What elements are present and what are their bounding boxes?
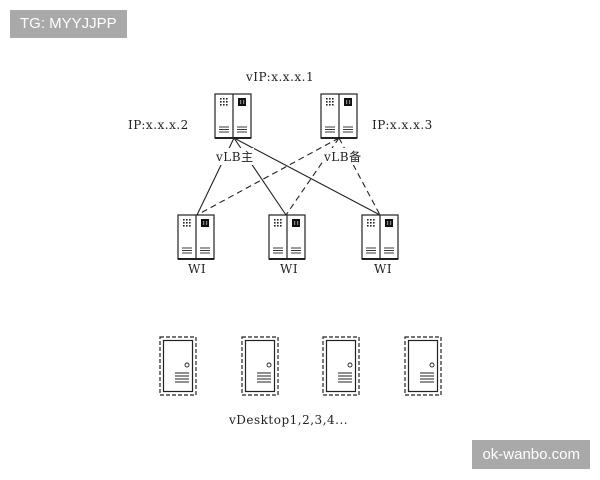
vdesktop-label: vDesktop1,2,3,4... [229, 413, 349, 427]
vlb-main-server-icon [214, 93, 252, 139]
wi-2-server-icon [268, 214, 306, 260]
watermark-bottom-right: ok-wanbo.com [472, 440, 590, 469]
link-main-wi-3 [233, 137, 381, 216]
wi-3-server-icon [361, 214, 399, 260]
wi-3-label: WI [374, 262, 393, 276]
vdesktop-1-icon [159, 336, 197, 396]
wi-1-server-icon [177, 214, 215, 260]
vip-label: vIP:x.x.x.1 [246, 70, 315, 84]
vdesktop-2-icon [241, 336, 279, 396]
ip-backup-label: IP:x.x.x.3 [372, 118, 433, 132]
vlb-backup-server-icon [320, 93, 358, 139]
vlb-main-label: vLB主 [216, 148, 254, 165]
wi-1-label: WI [188, 262, 207, 276]
vdesktop-4-icon [404, 336, 442, 396]
wi-2-label: WI [280, 262, 299, 276]
vdesktop-3-icon [322, 336, 360, 396]
link-backup-wi-1 [196, 137, 340, 216]
ip-main-label: IP:x.x.x.2 [128, 118, 189, 132]
watermark-top-left: TG: MYYJJPP [10, 10, 127, 38]
vlb-backup-label: vLB备 [324, 148, 362, 165]
